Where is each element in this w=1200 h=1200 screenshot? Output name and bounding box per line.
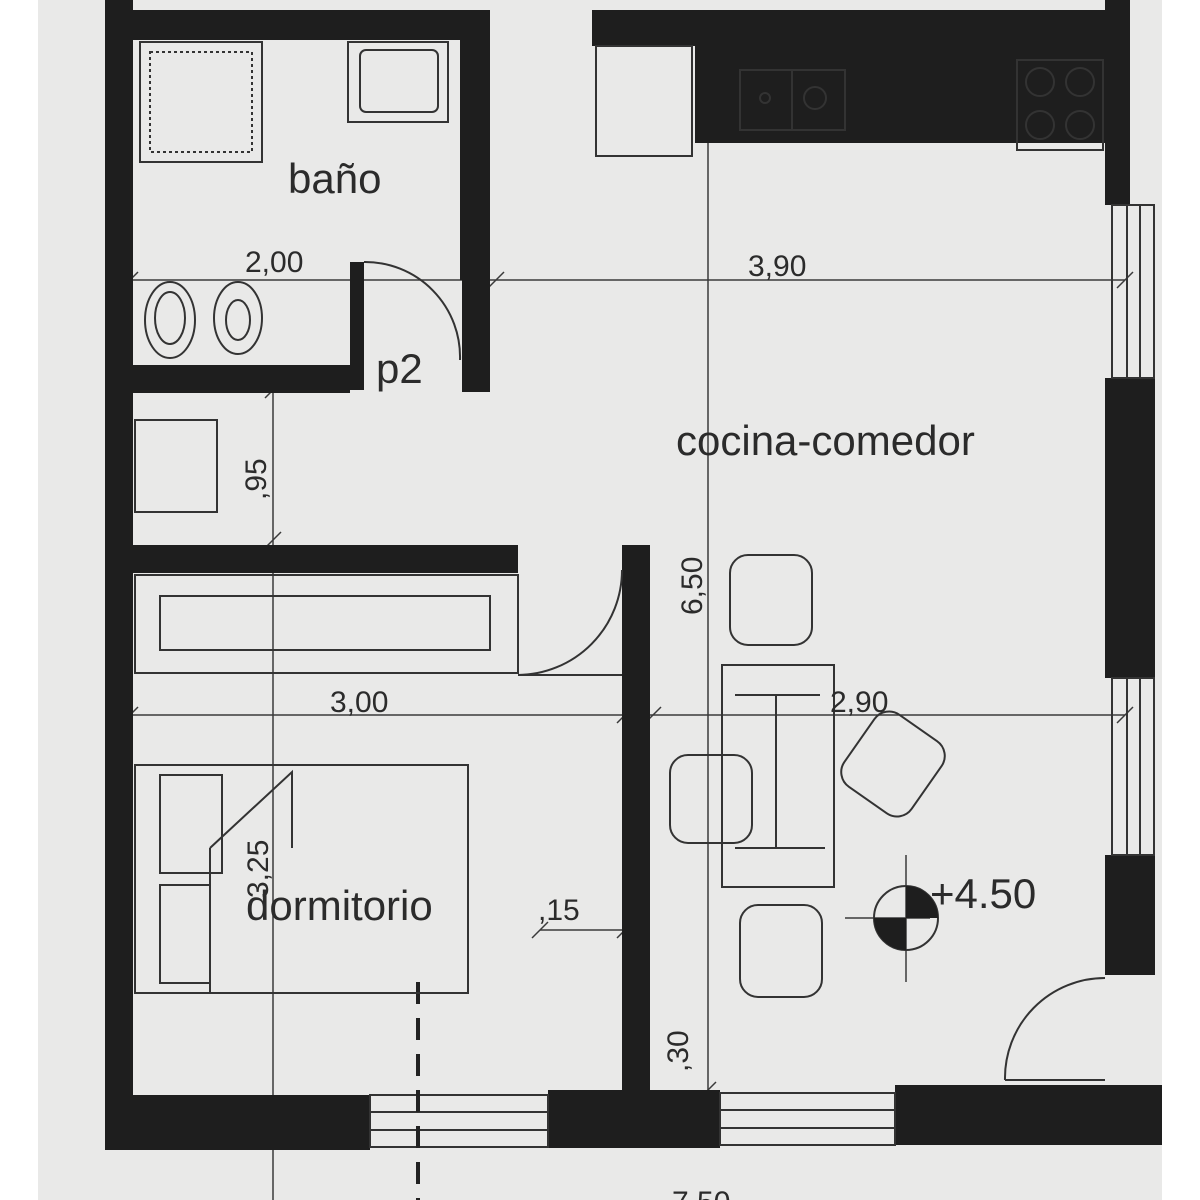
room-label-dormitorio: dormitorio <box>246 882 433 929</box>
dimension-wall-thickness: ,15 <box>538 894 580 927</box>
kitchen-fixtures <box>595 45 1104 157</box>
dimension-kitchen-width: 3,90 <box>748 250 806 283</box>
room-label-bano: baño <box>288 155 381 202</box>
level-marker <box>873 885 939 951</box>
dimension-bedroom-length: 3,25 <box>242 840 275 898</box>
dimension-dining-width: 2,90 <box>830 686 888 719</box>
dimension-bottom-cut: 7,50 <box>672 1186 730 1200</box>
walls <box>105 0 1162 1150</box>
dimension-kitchen-length: 6,50 <box>676 557 709 615</box>
doors <box>363 260 1106 1200</box>
level-label: +4.50 <box>930 870 1036 917</box>
bathroom-fixtures <box>139 41 449 359</box>
closets <box>134 419 519 674</box>
paper-sheet <box>38 0 1162 1200</box>
room-label-cocina-comedor: cocina-comedor <box>676 417 975 464</box>
dimension-closet-depth: ,95 <box>240 458 273 500</box>
windows <box>369 204 1155 1148</box>
dimension-lines <box>121 140 1134 1200</box>
door-tag-p2: p2 <box>376 345 423 392</box>
dimension-bottom-offset: ,30 <box>662 1030 695 1072</box>
bed <box>134 764 469 994</box>
dimension-bedroom-width: 3,00 <box>330 686 388 719</box>
dining-furniture <box>669 554 946 998</box>
dimension-bano-width: 2,00 <box>245 246 303 279</box>
